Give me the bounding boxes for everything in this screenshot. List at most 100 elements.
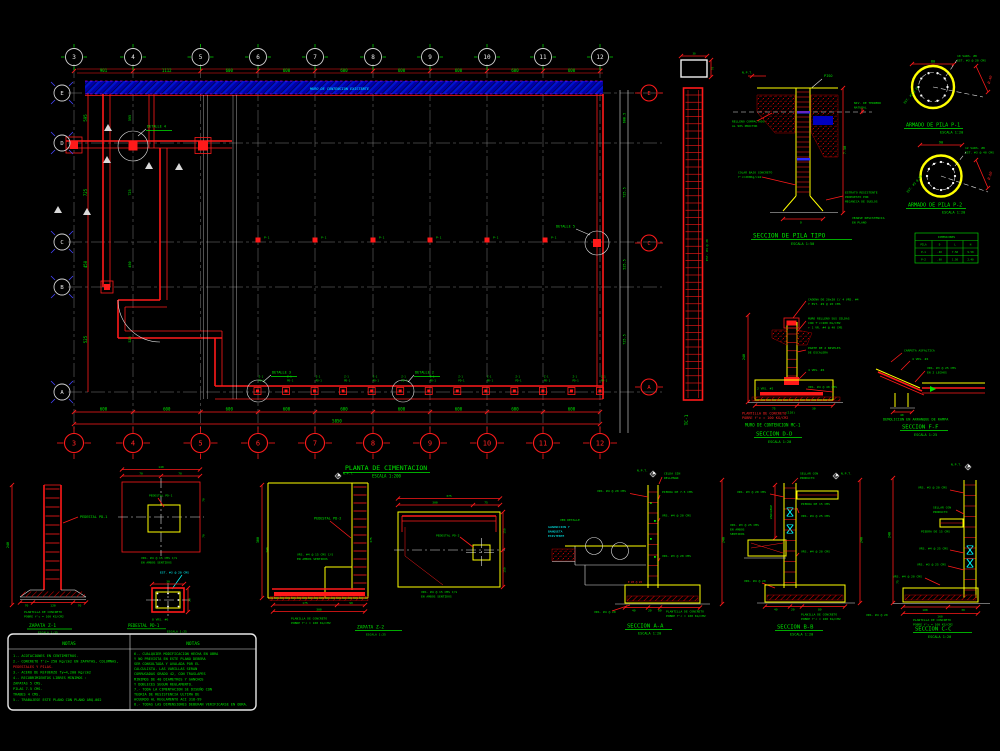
axis-label-top: 8 <box>371 54 375 61</box>
diam-label: Ø.40 <box>986 75 993 85</box>
dim-label: 595 <box>83 114 88 122</box>
rebar-dot <box>917 85 920 89</box>
section-title: SECCION DE PILA TIPO <box>753 233 826 240</box>
pila-label: P-1 <box>551 236 557 240</box>
rebar-label: VRS. #4 @ 20 CMS <box>597 489 626 493</box>
axis-label-bottom: 11 <box>539 440 547 448</box>
pier-label: Z-1 <box>373 375 378 379</box>
table-cell: .40 <box>937 250 942 254</box>
tc1-beam: EST. #3 @ 20 TC-1 30 70 <box>678 52 715 425</box>
dim-label: 80 <box>931 60 935 64</box>
axis-label-left: A <box>60 390 64 396</box>
pier-label: Z-1 <box>515 375 520 379</box>
dim-total: 375 <box>446 494 452 498</box>
table-title: DIMENSIONES <box>938 235 956 239</box>
dim-label: 600 <box>340 68 348 73</box>
pedestal-square <box>539 387 547 395</box>
axis-bubble-top <box>478 48 496 66</box>
notes-header: NOTAS <box>62 641 76 647</box>
dim-label: 75 <box>896 580 900 584</box>
dim-total: 160 <box>937 615 943 619</box>
axis-bubble-left <box>53 278 71 296</box>
note-line: Y NO PREVISTA EN ESTE PLANO DEBERA <box>134 657 207 661</box>
axis-bubble-left <box>53 134 71 152</box>
dim-label: 600 <box>568 68 576 73</box>
note-line: 3.- ACERO DE REFUERZO fy=4,200 Kg/cm2 <box>13 671 91 675</box>
table-cell: P-2 <box>921 258 926 262</box>
axis-label-top: 3 <box>72 54 76 61</box>
pila-label: P-1 <box>379 236 385 240</box>
dim-label: 725.5 <box>623 187 627 198</box>
pier-label: Z-1 <box>287 375 292 379</box>
pedestal-square <box>194 137 212 154</box>
axis-bubble-bottom <box>362 432 384 454</box>
rebar-dot <box>920 94 923 97</box>
npt-marker-icon <box>334 472 342 480</box>
pier-label: PD-1 <box>515 379 522 383</box>
notes-border <box>7 633 257 711</box>
note-line: 8.- TODAS LAS DIMENSIONES DEBERAN VERIFI… <box>134 703 248 707</box>
axis-bubble-top <box>249 48 267 66</box>
pedestal-label: PEDESTAL PD-2 <box>436 534 460 538</box>
beam-cross-section <box>680 59 708 78</box>
existing-wall-strip: MURO DE CONTENCION EXISTENTE <box>77 68 603 96</box>
pila-dia-dim: D <box>800 221 802 225</box>
section-title: SECCION C-C <box>915 627 951 633</box>
dim-label: 40 <box>900 413 904 417</box>
dim-label: 30 <box>961 608 965 612</box>
npt-label: N.P.T. <box>742 71 753 75</box>
axis-bubble-top <box>65 48 83 66</box>
pedestal-pd1: EST. #3 @ 20 CMS 8 VRS. #6 30 20 PEDESTA… <box>127 571 192 634</box>
section-title: ZAPATA Z-1 <box>29 623 56 629</box>
survey-triangle-icon <box>104 124 112 131</box>
table-header: H <box>970 243 972 247</box>
dim-label: 75 <box>484 501 488 505</box>
note-line: CORRUGADAS GRADO 42, CON TRASLAPES <box>134 672 206 676</box>
axis-label-top: 7 <box>313 54 317 61</box>
vrs-label: VRS. #4 @ 40 CMS <box>808 385 837 389</box>
dim-label: 600.5 <box>623 113 627 124</box>
dim-label: 600 <box>283 68 291 73</box>
dim-total: 5850 <box>332 419 342 424</box>
section-scale: ESCALA 1:25 <box>167 630 187 634</box>
rebar-dot <box>946 85 949 89</box>
zapata-z2-plan: PEDESTAL PD-2 300 75 375 150 150 VRS. #4… <box>394 494 507 599</box>
axis-label-top: 5 <box>199 54 203 61</box>
pier-label: Z-1 <box>572 375 577 379</box>
dim-label: 600 <box>100 407 108 412</box>
dim-label: 70 <box>78 604 82 608</box>
piedra-label: PIEDRA DE 15 CMS <box>801 502 830 506</box>
carpeta-label: CARPETA ASFALTICA <box>904 349 935 353</box>
axis-bubble-bottom <box>589 432 611 454</box>
detail-label: DETALLE 4 <box>147 125 166 129</box>
arrow-icon <box>930 386 936 392</box>
dim-label: 90 <box>939 141 943 145</box>
axis-bubble-bottom <box>122 432 144 454</box>
rebar-dot <box>939 160 943 164</box>
plan-title-block: PLANTA DE CIMENTACION ESCALA 1:200 <box>343 464 430 479</box>
pier-label: PD-1 <box>259 379 266 383</box>
survey-triangle-icon <box>175 163 183 170</box>
dim-label: 240 <box>265 547 269 553</box>
rebar-label: VRS. #3 @ 20 CMS <box>662 554 691 558</box>
rebar-label: VRS. #4 @ 25 CMS <box>801 514 830 518</box>
pier-label: PD-1 <box>316 379 323 383</box>
dim-label: 70 <box>202 534 206 538</box>
detail-label: DETALLE 5 <box>556 225 575 229</box>
table-header: D <box>939 243 941 247</box>
rebar-dot <box>951 181 955 185</box>
axis-bubble-left <box>53 84 71 102</box>
dim-label: 240 <box>6 542 10 548</box>
note-line: ZAPATAS 5 CMS. <box>13 682 43 686</box>
rebar-label: VRS. #3 @ 20 CMS <box>737 490 766 494</box>
vrs-label: 4 VRS. #4 <box>808 368 824 372</box>
axis-label-bottom: 4 <box>131 440 135 448</box>
npt-label: N.P.T. <box>637 469 648 473</box>
dim-label: 375 <box>369 537 373 543</box>
rebar-dot <box>953 174 957 178</box>
